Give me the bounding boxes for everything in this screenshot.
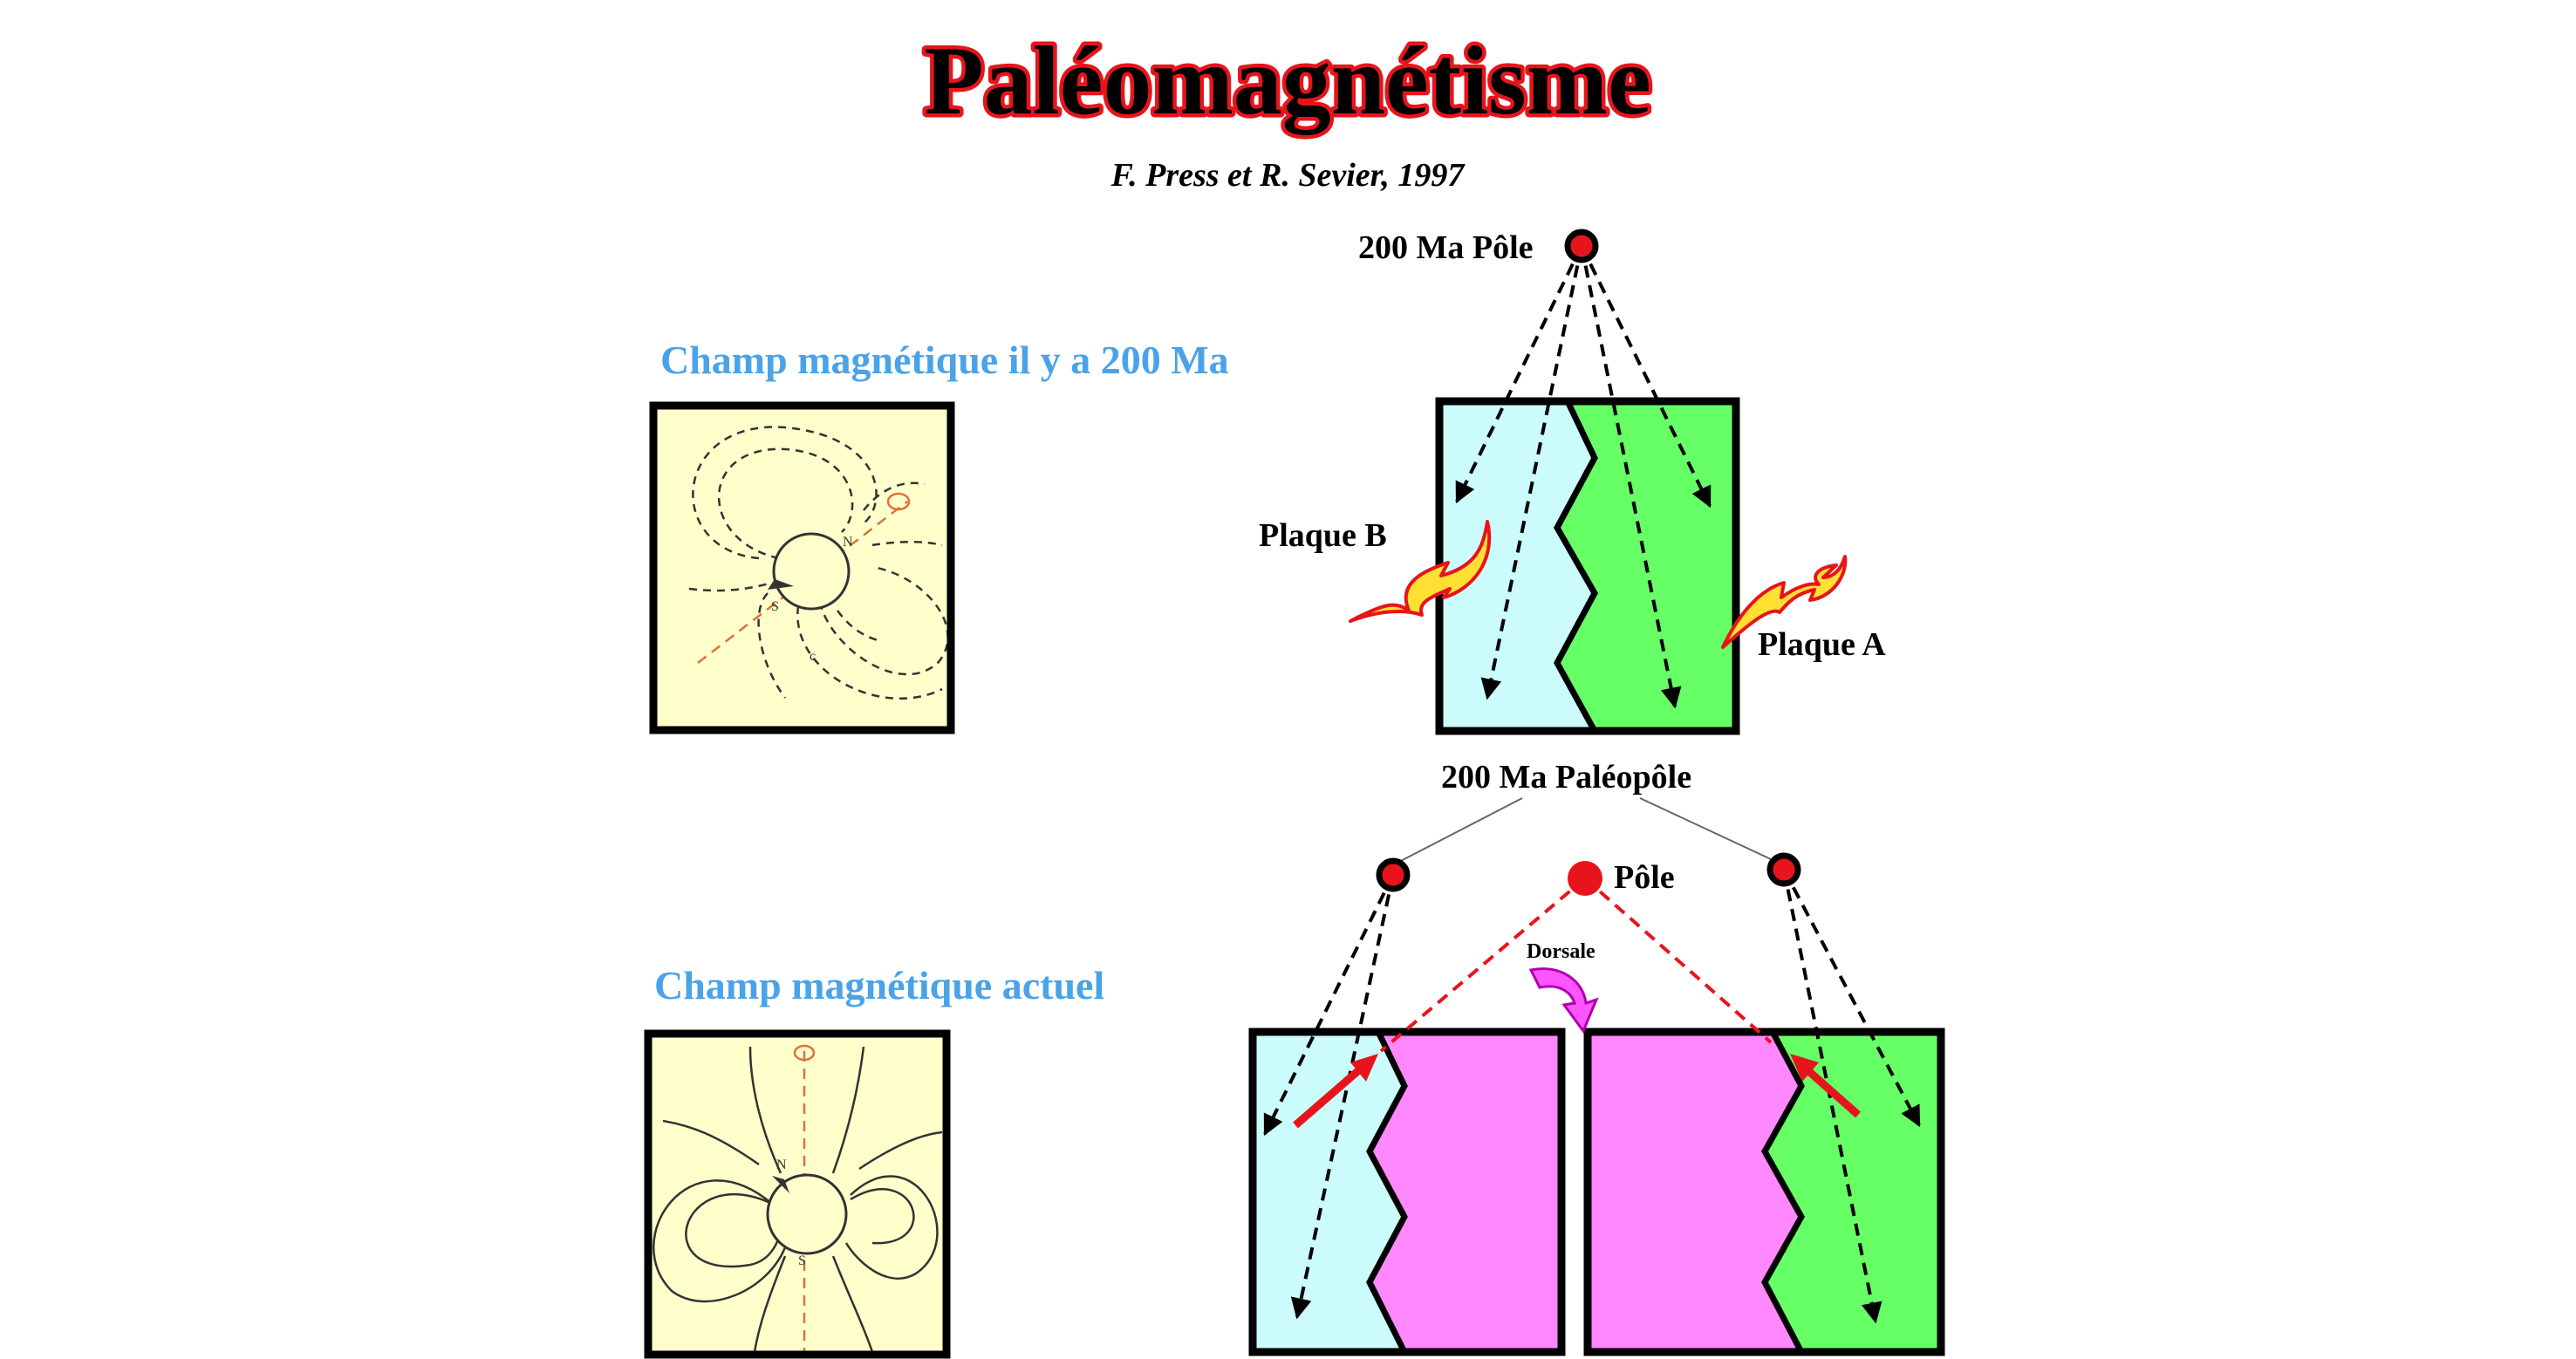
past-compass-needle-icon <box>768 579 794 590</box>
ridge-label: Dorsale <box>1527 940 1595 963</box>
past-field-lines <box>688 426 949 700</box>
present-field-panel: N S <box>644 1029 951 1359</box>
paleopole-right-marker-icon <box>1766 852 1801 887</box>
present-field-arrow-left <box>1293 1054 1378 1129</box>
new-crust-left-region <box>1370 1032 1561 1352</box>
past-earth-globe <box>772 532 851 611</box>
past-center-label: c <box>810 649 816 664</box>
present-south-label: S <box>798 1253 806 1268</box>
source-credit: F. Press et R. Sevier, 1997 <box>1110 157 1466 194</box>
plate-a-motion-arrow-icon <box>1721 555 1848 649</box>
present-field-lines <box>653 1046 943 1353</box>
past-field-panel: N S c <box>649 401 955 734</box>
paleopole-label: 200 Ma Paléopôle <box>1441 759 1691 796</box>
plate-a-present-region <box>1765 1032 1941 1352</box>
present-plates-diagram: Pôle Dorsale <box>1248 852 1945 1356</box>
past-plates-diagram: 200 Ma Pôle Plaque B Plaque A 200 Ma Pal… <box>1259 229 1886 864</box>
plate-a-label: Plaque A <box>1758 626 1886 663</box>
left-plates-box <box>1248 1028 1566 1356</box>
present-field-arrow-right <box>1790 1054 1861 1118</box>
present-field-directions <box>1263 869 1921 1324</box>
present-pole-lines <box>1379 877 1773 1053</box>
past-south-label: S <box>771 599 779 614</box>
ridge-arrow-icon <box>1528 967 1599 1035</box>
past-pole-label: 200 Ma Pôle <box>1358 229 1534 266</box>
paleopole-leader-right <box>1639 797 1772 860</box>
present-earth-globe <box>766 1173 848 1255</box>
present-pole-marker-icon <box>1568 861 1602 896</box>
plate-b-region <box>1439 401 1595 731</box>
paleopole-leader-left <box>1395 797 1523 864</box>
present-rotation-icon <box>793 1044 816 1062</box>
present-field-heading: Champ magnétique actuel <box>654 963 1104 1007</box>
new-crust-right-region <box>1588 1032 1801 1352</box>
past-field-heading: Champ magnétique il y a 200 Ma <box>660 338 1229 382</box>
past-north-label: N <box>843 535 853 550</box>
page-title: Paléomagnétisme <box>924 27 1651 135</box>
right-plates-box <box>1583 1028 1945 1356</box>
past-pole-marker-icon <box>1564 229 1599 263</box>
plate-b-present-region <box>1253 1032 1404 1352</box>
present-compass-needle-icon <box>772 1176 789 1193</box>
plate-b-label: Plaque B <box>1259 517 1387 554</box>
past-rotation-icon <box>886 492 911 511</box>
paleopole-left-marker-icon <box>1376 857 1411 892</box>
present-north-label: N <box>776 1158 787 1172</box>
present-pole-label: Pôle <box>1614 859 1675 896</box>
plate-b-motion-arrow-icon <box>1349 520 1492 623</box>
past-field-directions <box>1455 245 1712 709</box>
